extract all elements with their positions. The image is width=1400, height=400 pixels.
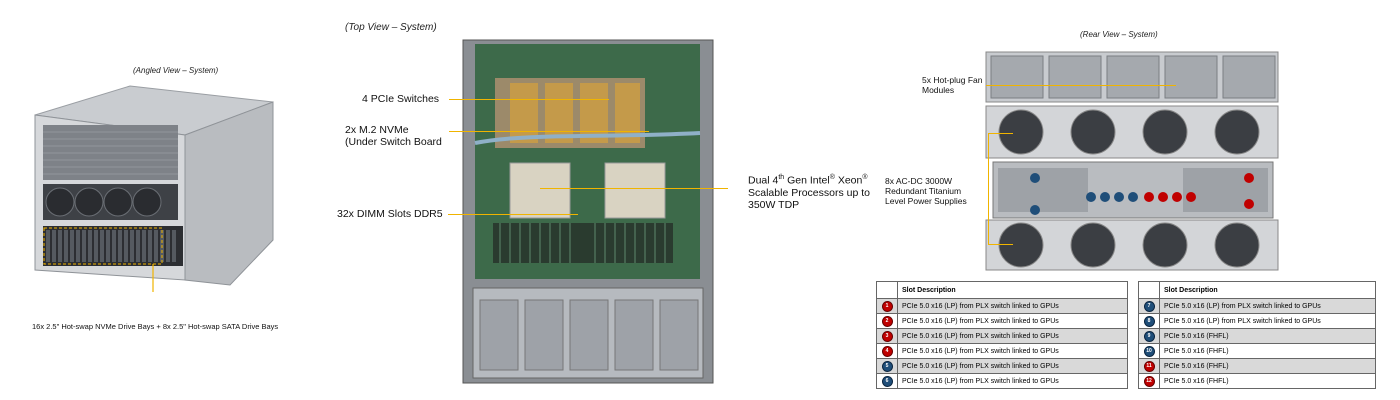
slot-number-cell: 12 bbox=[1138, 373, 1160, 389]
slot-description-cell: PCIe 5.0 x16 (LP) from PLX switch linked… bbox=[897, 298, 1128, 314]
table-row: 5 PCIe 5.0 x16 (LP) from PLX switch linke… bbox=[876, 358, 1128, 374]
slot-number-cell: 1 bbox=[876, 298, 898, 314]
cpu-label-line1-c: Xeon bbox=[834, 174, 863, 187]
slot-number-badge: 2 bbox=[882, 316, 892, 326]
slot-description-cell: PCIe 5.0 x16 (FHFL) bbox=[1159, 343, 1376, 359]
slot-number-cell: 9 bbox=[1138, 328, 1160, 344]
slot-number-badge: 7 bbox=[1144, 301, 1154, 311]
slot-table-right-header-row: Slot Description bbox=[1138, 281, 1376, 299]
slot-description-cell: PCIe 5.0 x16 (LP) from PLX switch linked… bbox=[897, 343, 1128, 359]
slot-number-badge: 3 bbox=[882, 331, 892, 341]
slot-number-cell: 7 bbox=[1138, 298, 1160, 314]
cpu-label-line1-reg2: ® bbox=[862, 174, 868, 181]
slot-number-badge: 11 bbox=[1144, 361, 1154, 371]
slot-number-badge: 10 bbox=[1144, 346, 1154, 356]
psu-label-line2: Redundant Titanium bbox=[885, 186, 962, 196]
slot-description-cell: PCIe 5.0 x16 (LP) from PLX switch linked… bbox=[897, 358, 1128, 374]
slot-number-cell: 8 bbox=[1138, 313, 1160, 329]
slot-description-cell: PCIe 5.0 x16 (LP) from PLX switch linked… bbox=[897, 328, 1128, 344]
fan-modules-label-line2: Modules bbox=[922, 85, 955, 95]
slot-number-cell: 5 bbox=[876, 358, 898, 374]
slot-table-right-header-num bbox=[1138, 281, 1160, 299]
slot-table-left-header-num bbox=[876, 281, 898, 299]
top-view-caption: (Top View – System) bbox=[345, 22, 437, 33]
fan-modules-label: 5x Hot-plug Fan Modules bbox=[922, 75, 982, 95]
table-row: 1 PCIe 5.0 x16 (LP) from PLX switch linke… bbox=[876, 298, 1128, 314]
m2-nvme-label: 2x M.2 NVMe (Under Switch Board bbox=[345, 124, 442, 148]
slot-number-badge: 6 bbox=[882, 376, 892, 386]
table-row: 10 PCIe 5.0 x16 (FHFL) bbox=[1138, 343, 1376, 359]
psu-callout-top bbox=[988, 133, 1013, 135]
cpu-label-line1-b: Gen Intel bbox=[784, 174, 830, 187]
psu-label-line3: Level Power Supplies bbox=[885, 196, 967, 206]
table-row: 8 PCIe 5.0 x16 (LP) from PLX switch linke… bbox=[1138, 313, 1376, 329]
m2-nvme-label-line2: (Under Switch Board bbox=[345, 136, 442, 148]
slot-number-cell: 10 bbox=[1138, 343, 1160, 359]
slot-table-left-header: Slot Description bbox=[897, 281, 1128, 299]
table-row: 11 PCIe 5.0 x16 (FHFL) bbox=[1138, 358, 1376, 374]
dimm-slots-label: 32x DIMM Slots DDR5 bbox=[337, 208, 443, 220]
slot-number-cell: 6 bbox=[876, 373, 898, 389]
slot-number-badge: 5 bbox=[882, 361, 892, 371]
table-row: 12 PCIe 5.0 x16 (FHFL) bbox=[1138, 373, 1376, 389]
slot-number-cell: 2 bbox=[876, 313, 898, 329]
cpu-label-line3: 350W TDP bbox=[748, 198, 800, 211]
fan-modules-label-line1: 5x Hot-plug Fan bbox=[922, 75, 983, 85]
slot-description-cell: PCIe 5.0 x16 (LP) from PLX switch linked… bbox=[1159, 313, 1376, 329]
slot-table-left-header-row: Slot Description bbox=[876, 281, 1128, 299]
table-row: 9 PCIe 5.0 x16 (FHFL) bbox=[1138, 328, 1376, 344]
psu-callout-bracket bbox=[988, 133, 990, 244]
slot-number-cell: 3 bbox=[876, 328, 898, 344]
table-row: 6 PCIe 5.0 x16 (LP) from PLX switch linke… bbox=[876, 373, 1128, 389]
table-row: 3 PCIe 5.0 x16 (LP) from PLX switch linke… bbox=[876, 328, 1128, 344]
slot-number-badge: 9 bbox=[1144, 331, 1154, 341]
angled-view-caption: (Angled View – System) bbox=[133, 66, 219, 75]
cpu-label-line1: Dual 4th Gen Intel® Xeon® bbox=[748, 172, 870, 187]
fan-callout-line bbox=[986, 85, 1176, 87]
slot-description-cell: PCIe 5.0 x16 (LP) from PLX switch linked… bbox=[1159, 298, 1376, 314]
cpu-label: Dual 4th Gen Intel® Xeon® Scalable Proce… bbox=[748, 172, 870, 211]
slot-number-cell: 11 bbox=[1138, 358, 1160, 374]
slot-description-cell: PCIe 5.0 x16 (FHFL) bbox=[1159, 328, 1376, 344]
angled-server-illustration bbox=[34, 85, 274, 292]
cpu-label-line1-reg1: ® bbox=[829, 174, 835, 181]
top-view-server-illustration bbox=[462, 39, 714, 384]
pcie-switches-callout-line bbox=[449, 99, 609, 101]
slot-number-badge: 8 bbox=[1144, 316, 1154, 326]
slot-number-cell: 4 bbox=[876, 343, 898, 359]
slot-description-cell: PCIe 5.0 x16 (FHFL) bbox=[1159, 373, 1376, 389]
slot-number-badge: 12 bbox=[1144, 376, 1154, 386]
slot-description-cell: PCIe 5.0 x16 (LP) from PLX switch linked… bbox=[897, 313, 1128, 329]
slot-number-badge: 1 bbox=[882, 301, 892, 311]
table-row: 2 PCIe 5.0 x16 (LP) from PLX switch linke… bbox=[876, 313, 1128, 329]
cpu-callout-line bbox=[540, 188, 728, 190]
rear-view-server-illustration bbox=[985, 51, 1279, 271]
psu-label-line1: 8x AC-DC 3000W bbox=[885, 176, 953, 186]
drive-bays-label: 16x 2.5" Hot-swap NVMe Drive Bays + 8x 2… bbox=[32, 322, 279, 331]
dimm-callout-line bbox=[448, 214, 578, 216]
slot-description-cell: PCIe 5.0 x16 (FHFL) bbox=[1159, 358, 1376, 374]
cpu-label-line2: Scalable Processors up to bbox=[748, 186, 870, 199]
m2-nvme-label-line1: 2x M.2 NVMe bbox=[345, 124, 409, 136]
slot-description-cell: PCIe 5.0 x16 (LP) from PLX switch linked… bbox=[897, 373, 1128, 389]
cpu-label-line1-sup: th bbox=[778, 174, 785, 181]
table-row: 4 PCIe 5.0 x16 (LP) from PLX switch linke… bbox=[876, 343, 1128, 359]
pcie-switches-label: 4 PCIe Switches bbox=[362, 93, 440, 105]
slot-table-right-header: Slot Description bbox=[1159, 281, 1376, 299]
rear-view-caption: (Rear View – System) bbox=[1080, 30, 1158, 39]
table-row: 7 PCIe 5.0 x16 (LP) from PLX switch linke… bbox=[1138, 298, 1376, 314]
psu-label: 8x AC-DC 3000W Redundant Titanium Level … bbox=[885, 176, 967, 206]
m2-nvme-callout-line bbox=[449, 131, 649, 133]
psu-callout-bottom bbox=[988, 244, 1013, 246]
cpu-label-line1-a: Dual 4 bbox=[748, 174, 779, 187]
slot-number-badge: 4 bbox=[882, 346, 892, 356]
